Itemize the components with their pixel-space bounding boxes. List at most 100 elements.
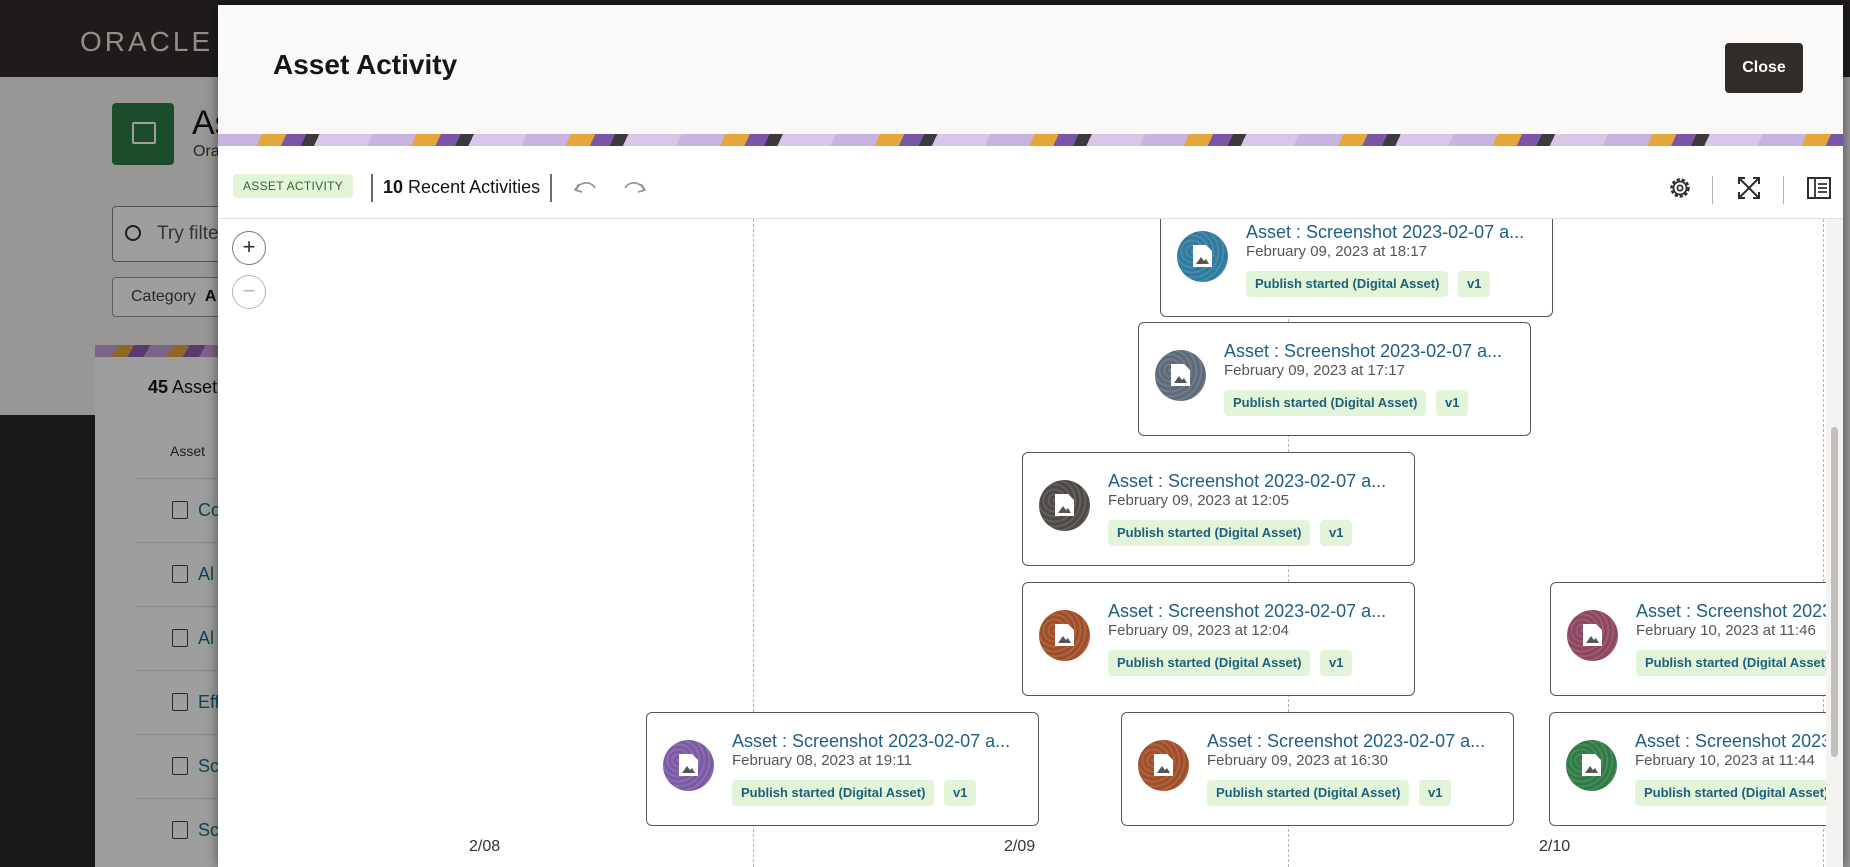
redo-icon[interactable] <box>620 173 650 203</box>
toolbar-divider <box>1783 176 1784 204</box>
status-badge: Publish started (Digital Asset) <box>1635 780 1826 806</box>
document-icon <box>172 629 188 647</box>
status-badge: Publish started (Digital Asset) <box>1108 650 1311 676</box>
activity-card[interactable]: Asset : Screenshot 2023-02-07 a... Febru… <box>1121 712 1514 826</box>
zoom-out-button[interactable]: − <box>232 275 266 309</box>
activity-card[interactable]: Asset : Screenshot 2023-02-07 a... Febru… <box>1550 582 1826 696</box>
card-date: February 10, 2023 at 11:46 <box>1636 622 1816 639</box>
version-badge: v1 <box>1320 650 1353 676</box>
status-badge: Publish started (Digital Asset) <box>1207 780 1410 806</box>
card-title-link[interactable]: Asset : Screenshot 2023-02-07 a... <box>732 731 1011 751</box>
vertical-scrollbar[interactable] <box>1826 219 1843 867</box>
image-file-icon <box>1154 754 1173 776</box>
background-dark-panel <box>0 415 95 867</box>
list-icon <box>172 501 188 519</box>
panel-toggle-icon[interactable] <box>1804 173 1834 203</box>
table-row[interactable]: Al <box>135 606 295 670</box>
table-row[interactable]: Al <box>135 542 295 606</box>
dialog-title: Asset Activity <box>273 49 458 80</box>
app-subtitle: Ora <box>193 143 220 160</box>
category-label: Category <box>131 288 196 305</box>
card-title-link[interactable]: Asset : Screenshot 2023-02-07 a... <box>1108 471 1387 491</box>
card-date: February 09, 2023 at 12:04 <box>1108 622 1289 639</box>
toolbar-divider <box>1712 176 1713 204</box>
search-icon <box>125 225 141 241</box>
card-date: February 09, 2023 at 18:17 <box>1246 243 1427 260</box>
toolbar-divider <box>371 174 373 202</box>
activity-card[interactable]: Asset : Screenshot 2023-02-07 a... Febru… <box>1138 322 1531 436</box>
column-header-asset[interactable]: Asset <box>170 443 206 459</box>
image-file-icon <box>1171 364 1190 386</box>
version-badge: v1 <box>1320 520 1353 546</box>
asset-count: 45 Asset <box>148 377 218 397</box>
table-row[interactable]: Sc <box>135 734 295 798</box>
card-title-link[interactable]: Asset : Screenshot 2023-02-07 a... <box>1636 601 1826 621</box>
undo-icon[interactable] <box>570 173 600 203</box>
image-file-icon <box>1055 624 1074 646</box>
timeline-gridline <box>1823 219 1824 867</box>
recent-activities-count: 10 Recent Activities <box>383 177 541 197</box>
activity-card[interactable]: Asset : Screenshot 2023-02-07 a... Febru… <box>646 712 1039 826</box>
activity-card[interactable]: Asset : Screenshot 2023-02-07 a... Febru… <box>1549 712 1826 826</box>
category-value: A <box>204 288 217 305</box>
card-date: February 09, 2023 at 16:30 <box>1207 752 1388 769</box>
card-date: February 09, 2023 at 17:17 <box>1224 362 1405 379</box>
asset-avatar <box>663 740 714 791</box>
table-row[interactable]: Eff <box>135 670 295 734</box>
asset-avatar <box>1138 740 1189 791</box>
status-badge: Publish started (Digital Asset) <box>1246 271 1449 297</box>
decorative-banner <box>218 134 1843 146</box>
expand-icon[interactable] <box>1734 173 1764 203</box>
list-icon <box>172 565 188 583</box>
asset-avatar <box>1039 480 1090 531</box>
asset-activity-chip: ASSET ACTIVITY <box>233 174 354 198</box>
table-row[interactable]: Co <box>135 478 295 542</box>
activity-card[interactable]: Asset : Screenshot 2023-02-07 a... Febru… <box>1022 452 1415 566</box>
asset-avatar <box>1039 610 1090 661</box>
image-file-icon <box>679 754 698 776</box>
timeline-date-label: 2/10 <box>1539 838 1571 855</box>
search-placeholder: Try filter <box>157 223 225 244</box>
scrollbar-thumb[interactable] <box>1831 427 1838 757</box>
asset-avatar <box>1566 740 1617 791</box>
version-badge: v1 <box>1419 780 1452 806</box>
card-title-link[interactable]: Asset : Screenshot 2023-02-07 a... <box>1108 601 1387 621</box>
activity-toolbar: ASSET ACTIVITY 10 Recent Activities <box>218 146 1843 219</box>
image-file-icon <box>1193 245 1212 267</box>
dialog-header: Asset Activity Close <box>218 5 1843 134</box>
card-date: February 08, 2023 at 19:11 <box>732 752 912 769</box>
asset-avatar <box>1155 350 1206 401</box>
version-badge: v1 <box>1458 271 1491 297</box>
image-file-icon <box>172 821 188 839</box>
activity-card[interactable]: Asset : Screenshot 2023-02-07 a... Febru… <box>1022 582 1415 696</box>
toolbar-divider <box>550 174 552 202</box>
image-file-icon <box>1583 624 1602 646</box>
table-row[interactable]: Sc <box>135 798 295 862</box>
activity-timeline[interactable]: + − Asset : Screenshot 2023-02-07 a... F… <box>218 219 1826 867</box>
activity-card[interactable]: Asset : Screenshot 2023-02-07 a... Febru… <box>1160 219 1553 317</box>
status-badge: Publish started (Digital Asset) <box>1636 650 1826 676</box>
gear-icon[interactable] <box>1665 173 1695 203</box>
status-badge: Publish started (Digital Asset) <box>1224 390 1427 416</box>
card-title-link[interactable]: Asset : Screenshot 2023-02-07 a... <box>1635 731 1826 751</box>
status-badge: Publish started (Digital Asset) <box>732 780 935 806</box>
image-file-icon <box>172 757 188 775</box>
card-date: February 10, 2023 at 11:44 <box>1635 752 1815 769</box>
card-date: February 09, 2023 at 12:05 <box>1108 492 1289 509</box>
zoom-in-button[interactable]: + <box>232 231 266 265</box>
asset-activity-dialog: Asset Activity Close ASSET ACTIVITY 10 R… <box>218 5 1843 867</box>
timeline-date-label: 2/08 <box>469 838 501 855</box>
card-title-link[interactable]: Asset : Screenshot 2023-02-07 a... <box>1207 731 1486 751</box>
oracle-logo: ORACLE <box>80 26 214 57</box>
card-title-link[interactable]: Asset : Screenshot 2023-02-07 a... <box>1246 222 1525 242</box>
app-icon <box>112 103 174 165</box>
close-button[interactable]: Close <box>1725 43 1803 93</box>
version-badge: v1 <box>1436 390 1469 416</box>
card-title-link[interactable]: Asset : Screenshot 2023-02-07 a... <box>1224 341 1503 361</box>
status-badge: Publish started (Digital Asset) <box>1108 520 1311 546</box>
asset-avatar <box>1567 610 1618 661</box>
asset-avatar <box>1177 231 1228 282</box>
version-badge: v1 <box>944 780 977 806</box>
timeline-gridline <box>753 219 754 867</box>
timeline-date-label: 2/09 <box>1004 838 1036 855</box>
